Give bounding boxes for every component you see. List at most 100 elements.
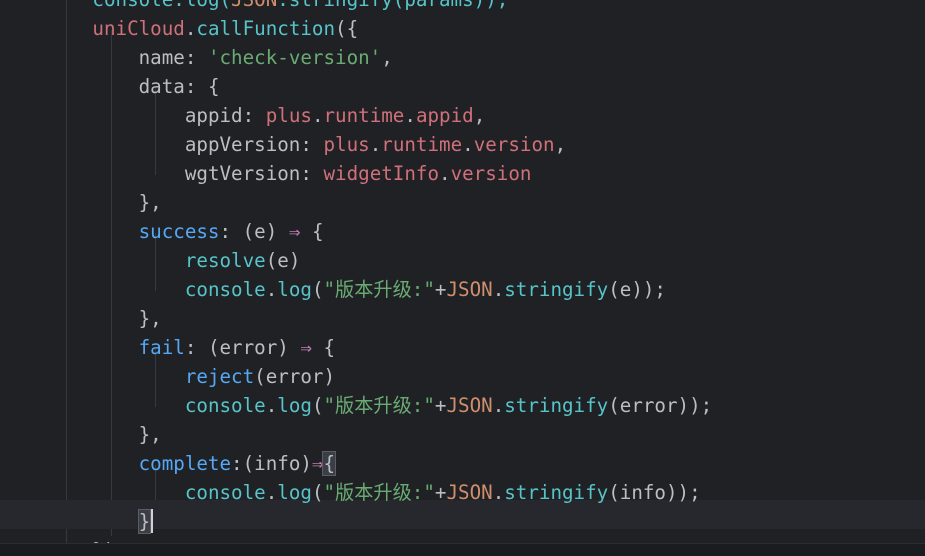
code-token: .: [311, 104, 324, 127]
code-token: console: [92, 0, 173, 11]
text-cursor: [151, 509, 154, 533]
code-text[interactable]: console.log(JSON.stringify(params)); uni…: [0, 0, 712, 556]
indent: [0, 75, 139, 98]
indent: [0, 307, 139, 330]
code-token: ,: [554, 133, 567, 156]
code-token: version: [450, 162, 532, 185]
indent: [0, 336, 139, 359]
code-token: +: [434, 394, 447, 417]
code-line[interactable]: fail: (error) ⇒ {: [0, 333, 712, 362]
code-token: name: [138, 46, 185, 69]
indent: [0, 191, 139, 214]
code-token: :: [184, 46, 208, 69]
code-token: ({: [335, 17, 359, 40]
code-line[interactable]: resolve(e): [0, 246, 712, 275]
code-line[interactable]: uniCloud.callFunction({: [0, 14, 712, 43]
indent: [0, 394, 185, 417]
code-token: {: [311, 336, 336, 359]
code-token: widgetInfo: [323, 162, 440, 185]
code-token: .: [404, 104, 416, 127]
code-token: log: [277, 394, 312, 417]
code-token: JSON: [446, 481, 493, 504]
code-line[interactable]: },: [0, 188, 712, 217]
code-line[interactable]: wgtVersion: widgetInfo.version: [0, 159, 712, 188]
code-token: .: [492, 394, 505, 417]
code-token: "版本升级:": [323, 278, 435, 301]
code-token: :: [231, 452, 243, 475]
code-token: console: [184, 481, 266, 504]
code-token: +: [434, 481, 447, 504]
indent: [0, 0, 92, 11]
code-token: ⇒: [288, 220, 301, 243]
code-token: .: [492, 278, 505, 301]
code-token: (e));: [608, 278, 666, 301]
code-token: {: [300, 220, 324, 243]
code-token: (info));: [608, 481, 701, 504]
code-line[interactable]: console.log(JSON.stringify(params));: [0, 0, 712, 14]
code-token: .log(: [173, 0, 231, 11]
code-line[interactable]: },: [0, 304, 712, 333]
code-token: console: [184, 394, 266, 417]
code-token: : {: [184, 75, 220, 98]
code-line[interactable]: complete:(info)⇒{: [0, 449, 712, 478]
code-token: runtime: [323, 104, 405, 127]
code-line[interactable]: success: (e) ⇒ {: [0, 217, 712, 246]
indent-guide-6: [155, 465, 156, 500]
code-token: JSON: [446, 278, 493, 301]
code-token: ⇒: [311, 452, 324, 475]
code-line[interactable]: appid: plus.runtime.appid,: [0, 101, 712, 130]
code-line[interactable]: data: {: [0, 72, 712, 101]
indent-guide-5: [155, 349, 156, 407]
code-line[interactable]: console.log("版本升级:"+JSON.stringify(e));: [0, 275, 712, 304]
code-token: (: [311, 278, 324, 301]
code-token: (: [311, 481, 324, 504]
code-line[interactable]: console.log("版本升级:"+JSON.stringify(error…: [0, 391, 712, 420]
code-token: wgtVersion: [184, 162, 301, 185]
code-line[interactable]: },: [0, 420, 712, 449]
indent-guide-3: [155, 88, 156, 175]
code-token: JSON: [231, 0, 277, 11]
code-line[interactable]: reject(error): [0, 362, 712, 391]
code-line[interactable]: }: [0, 507, 712, 536]
code-token: ,: [381, 46, 393, 69]
code-token: log: [277, 481, 312, 504]
indent: [0, 278, 185, 301]
code-token: JSON: [446, 394, 493, 417]
indent: [0, 162, 185, 185]
code-token: :: [300, 133, 324, 156]
indent: [0, 249, 185, 272]
code-token: reject: [184, 365, 255, 388]
code-token: appVersion: [184, 133, 301, 156]
code-token: (info): [242, 452, 312, 475]
code-token: success: [138, 220, 220, 243]
code-token: console: [184, 278, 266, 301]
code-token: appid: [415, 104, 474, 127]
code-token: ,: [473, 104, 486, 127]
indent-guide-4: [155, 233, 156, 291]
code-line[interactable]: console.log("版本升级:"+JSON.stringify(info)…: [0, 478, 712, 507]
indent: [0, 133, 185, 156]
code-token: complete: [138, 452, 232, 475]
horizontal-scrollbar[interactable]: [0, 543, 925, 556]
code-token: (e): [242, 220, 289, 243]
indent: [0, 46, 139, 69]
indent: [0, 365, 185, 388]
indent: [0, 510, 139, 533]
code-token: .: [184, 17, 197, 40]
code-token: stringify: [504, 481, 609, 504]
code-line[interactable]: name: 'check-version',: [0, 43, 712, 72]
code-token: .: [265, 394, 278, 417]
code-token: +: [434, 278, 447, 301]
code-token: :: [184, 336, 208, 359]
code-token: appid: [184, 104, 243, 127]
code-token: (error));: [608, 394, 713, 417]
code-line[interactable]: appVersion: plus.runtime.version,: [0, 130, 712, 159]
code-token: "版本升级:": [323, 481, 435, 504]
code-token: }: [137, 509, 152, 534]
code-token: plus: [323, 133, 370, 156]
indent: [0, 220, 139, 243]
code-token: (error): [254, 365, 336, 388]
code-token: },: [138, 307, 162, 330]
code-token: (error): [207, 336, 301, 359]
